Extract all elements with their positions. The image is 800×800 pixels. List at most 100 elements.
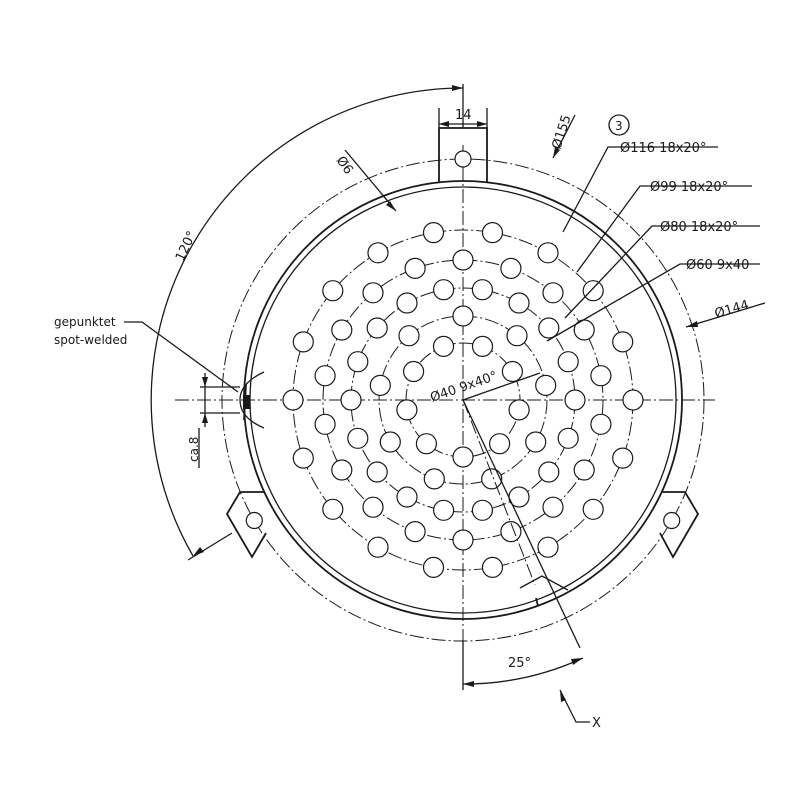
- hole: [481, 468, 503, 490]
- hole: [481, 556, 504, 579]
- hole: [508, 399, 530, 421]
- hole: [366, 461, 388, 483]
- hole: [508, 292, 530, 314]
- hole: [314, 413, 336, 435]
- hole: [612, 331, 634, 353]
- dim-155: Ø155: [550, 113, 576, 159]
- hole: [396, 292, 418, 314]
- hole: [537, 242, 559, 264]
- weld-label-de: gepunktet: [54, 315, 116, 329]
- view-arrow-x: X: [559, 689, 601, 731]
- view-x-text: X: [592, 716, 601, 731]
- hole: [292, 447, 314, 469]
- spot-weld-callout: gepunktet spot-welded ca.8: [54, 315, 265, 468]
- spec-116-text: Ø116 18x20°: [620, 141, 706, 156]
- hole: [481, 222, 504, 244]
- ca-8-text: ca.8: [187, 437, 201, 462]
- hole: [367, 536, 389, 558]
- hole: [525, 431, 547, 453]
- hole: [452, 446, 474, 468]
- radial-line-25-b: [462, 399, 536, 586]
- dim-144: Ø144: [685, 298, 766, 328]
- hole: [471, 499, 493, 521]
- hole: [535, 374, 557, 396]
- dim-angle-120: 120°: [150, 84, 464, 561]
- lug-left: [225, 491, 267, 559]
- hole: [366, 317, 388, 339]
- hole: [340, 389, 362, 411]
- hole: [582, 498, 604, 520]
- hole: [564, 389, 586, 411]
- hole: [501, 360, 524, 383]
- item-number: 3: [615, 119, 623, 133]
- hole: [506, 325, 528, 347]
- hole: [314, 365, 336, 387]
- hole: [542, 282, 564, 304]
- hole: [322, 498, 344, 520]
- hole: [398, 325, 420, 347]
- hole: [452, 529, 474, 551]
- hole: [423, 468, 445, 490]
- dim-155-text: Ø155: [550, 113, 575, 151]
- lug-right: [659, 491, 700, 559]
- hole: [537, 536, 559, 558]
- hole: [590, 365, 612, 387]
- hole: [282, 389, 304, 411]
- hole: [347, 351, 369, 373]
- pitch-circle-60: [378, 315, 548, 485]
- item-balloon: [608, 114, 630, 136]
- hole: [557, 427, 579, 449]
- radial-line-40: [462, 372, 541, 401]
- hole: [292, 331, 314, 353]
- weld-label-en: spot-welded: [54, 333, 127, 347]
- hole: [322, 280, 344, 302]
- hole: [331, 459, 353, 481]
- dim-144-text: Ø144: [713, 298, 751, 322]
- spec-60-text: Ø60 9x40: [686, 258, 749, 273]
- hole-dia-text: Ø6: [333, 154, 356, 178]
- hole: [471, 335, 494, 357]
- hole: [422, 222, 445, 244]
- angle-120-text: 120°: [173, 229, 200, 264]
- hole: [369, 374, 391, 396]
- hole: [622, 389, 644, 411]
- hole: [433, 499, 455, 521]
- hole: [404, 520, 426, 543]
- hole: [557, 351, 579, 373]
- hole: [452, 249, 474, 271]
- dim-angle-25: 25°: [462, 640, 584, 690]
- hole-pattern: [245, 150, 681, 579]
- spec-99-text: Ø99 18x20°: [650, 180, 728, 195]
- lug-hole: [663, 511, 681, 530]
- hole: [582, 280, 604, 302]
- angle-25-text: 25°: [508, 656, 531, 671]
- hole: [331, 319, 353, 341]
- hole: [362, 282, 384, 304]
- hole: [404, 257, 426, 279]
- hole: [367, 242, 389, 264]
- hole: [422, 556, 445, 579]
- hole: [500, 257, 522, 279]
- detail-mark: [519, 575, 569, 591]
- hole: [432, 335, 455, 357]
- hole: [362, 496, 384, 518]
- spec-callouts: 3 Ø116 18x20° Ø99 18x20° Ø80 18x20° Ø60 …: [546, 114, 760, 342]
- weld-mark: [243, 395, 250, 409]
- hole: [542, 496, 564, 518]
- weld-bracket: [239, 371, 265, 429]
- hole: [500, 520, 522, 543]
- radial-leaders: [462, 372, 581, 649]
- radial-line-25-a: [462, 399, 581, 649]
- hole: [590, 413, 612, 435]
- hole: [471, 279, 493, 301]
- hole: [415, 433, 437, 455]
- spec-80-text: Ø80 18x20°: [660, 220, 738, 235]
- lug-hole: [245, 511, 263, 530]
- hole: [489, 433, 511, 455]
- hole: [538, 317, 560, 339]
- hole: [452, 305, 474, 327]
- hole: [347, 427, 369, 449]
- pitch-circle-99: [322, 259, 604, 541]
- lug-hole: [454, 150, 472, 168]
